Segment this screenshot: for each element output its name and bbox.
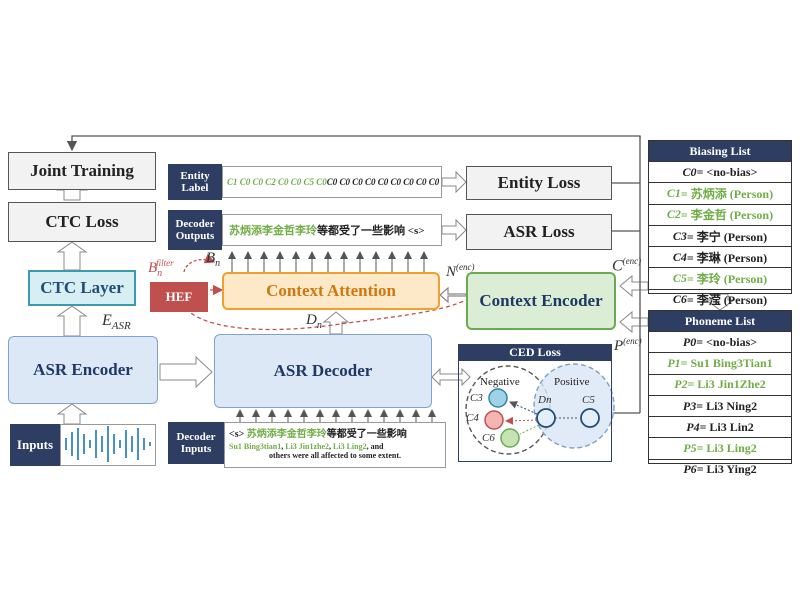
c6-label: C6 — [482, 432, 495, 444]
asr-loss-block: ASR Loss — [466, 214, 612, 250]
phoneme-row: P6 = Li3 Ying2 — [649, 458, 791, 480]
decoder-inputs-line-2: Su1 Bing3tian1, Li3 Jin1zhe2, Li3 Ling2,… — [229, 442, 384, 451]
phoneme-row: P0 = <no-bias> — [649, 331, 791, 352]
biasing-row: C3 = 李宁 (Person) — [649, 224, 791, 246]
arrow-ctclayer-to-ctcloss — [56, 241, 88, 271]
arrow-decoder-to-attention — [322, 311, 350, 335]
decoder-inputs-line-3: others were all affected to some extent. — [268, 451, 402, 460]
e-asr-label: EASR — [102, 312, 131, 333]
p-enc-label: P(enc) — [614, 336, 642, 354]
arrow-inputs-to-encoder — [56, 403, 88, 425]
phoneme-row: P1 = Su1 Bing3Tian1 — [649, 352, 791, 373]
c3-node — [488, 388, 508, 408]
waveform-icon — [65, 426, 151, 462]
phoneme-list: Phoneme List P0 = <no-bias> P1 = Su1 Bin… — [648, 310, 792, 476]
decoder-inputs-tag: Decoder Inputs — [168, 422, 224, 464]
ctc-loss-block: CTC Loss — [8, 202, 156, 242]
arrow-phoneme-to-encoder — [619, 310, 649, 334]
inputs-to-decoder-arrows — [236, 409, 436, 422]
b-n-filter-label: Bnfilter — [148, 258, 174, 279]
positive-label: Positive — [554, 376, 590, 388]
c6-node — [500, 428, 520, 448]
ced-loss-header: CED Loss — [458, 344, 612, 361]
biasing-row: C1 = 苏炳添 (Person) — [649, 182, 791, 203]
decoder-outputs-sequence: 苏炳添李金哲李玲等都受了一些影响 <s> — [222, 214, 442, 246]
biasing-row: C6 = 李滢 (Person) — [649, 288, 791, 310]
attention-to-outputs-arrows — [228, 251, 428, 272]
arrow-entity-to-loss — [441, 170, 467, 194]
entity-loss-block: Entity Loss — [466, 166, 612, 200]
arrow-decoder-ced — [431, 367, 471, 387]
entity-label-tag: Entity Label — [168, 164, 222, 200]
c-enc-label: C(enc) — [612, 256, 642, 275]
hef-block: HEF — [150, 282, 208, 312]
arrow-outputs-to-loss — [441, 218, 467, 242]
c5-node — [580, 408, 600, 428]
ctc-layer-block: CTC Layer — [28, 270, 136, 306]
phoneme-row: P3 = Li3 Ning2 — [649, 394, 791, 416]
feedback-line — [66, 135, 641, 152]
arrow-encoder-to-ctclayer — [56, 305, 88, 337]
arrow-biasing-to-encoder — [619, 274, 649, 298]
hef-filter-arrow — [183, 253, 216, 273]
arrow-biasing-to-phoneme — [704, 293, 736, 311]
inputs-label: Inputs — [10, 424, 60, 466]
decoder-outputs-tag: Decoder Outputs — [168, 210, 222, 250]
biasing-row: C5 = 李玲 (Person) — [649, 267, 791, 288]
decoder-inputs-line-1: <s> 苏炳添李金哲李玲等都受了一些影响 — [229, 429, 407, 440]
c4-node — [484, 410, 504, 430]
arrow-encoder-to-decoder — [159, 355, 213, 389]
hef-dashed-curve — [177, 289, 467, 331]
entity-label-sequence: C1 C0 C0 C2 C0 C0 C5 C0 C0 C0 C0 C0 C0 C… — [222, 166, 442, 198]
n-enc-label: N(enc) — [446, 262, 475, 280]
c3-label: C3 — [470, 392, 483, 404]
biasing-row: C0 = <no-bias> — [649, 161, 791, 182]
asr-encoder-block: ASR Encoder — [8, 336, 158, 404]
phoneme-row: P5 = Li3 Ling2 — [649, 437, 791, 458]
biasing-list-title: Biasing List — [649, 141, 791, 161]
asr-decoder-block: ASR Decoder — [214, 334, 432, 408]
biasing-row: C2 = 李金哲 (Person) — [649, 203, 791, 225]
context-encoder-block: Context Encoder — [466, 272, 616, 330]
phoneme-list-title: Phoneme List — [649, 311, 791, 331]
phoneme-row: P2 = Li3 Jin1Zhe2 — [649, 373, 791, 395]
decoder-inputs-sequence: <s> 苏炳添李金哲李玲等都受了一些影响 Su1 Bing3tian1, Li3… — [224, 422, 446, 468]
c4-label: C4 — [466, 412, 479, 424]
dn-label: Dn — [538, 394, 552, 406]
negative-label: Negative — [480, 376, 520, 388]
biasing-row: C4 = 李琳 (Person) — [649, 246, 791, 267]
context-attention-block: Context Attention — [222, 272, 440, 310]
c5-label: C5 — [582, 394, 595, 406]
joint-training-block: Joint Training — [8, 152, 156, 190]
phoneme-row: P4 = Li3 Lin2 — [649, 416, 791, 437]
biasing-list: Biasing List C0 = <no-bias> C1 = 苏炳添 (Pe… — [648, 140, 792, 307]
arrow-encoder-to-attention — [439, 286, 467, 304]
d-n-label: Dn — [306, 312, 322, 331]
inputs-waveform-box — [60, 424, 156, 466]
b-n-label: Bn — [206, 250, 221, 269]
